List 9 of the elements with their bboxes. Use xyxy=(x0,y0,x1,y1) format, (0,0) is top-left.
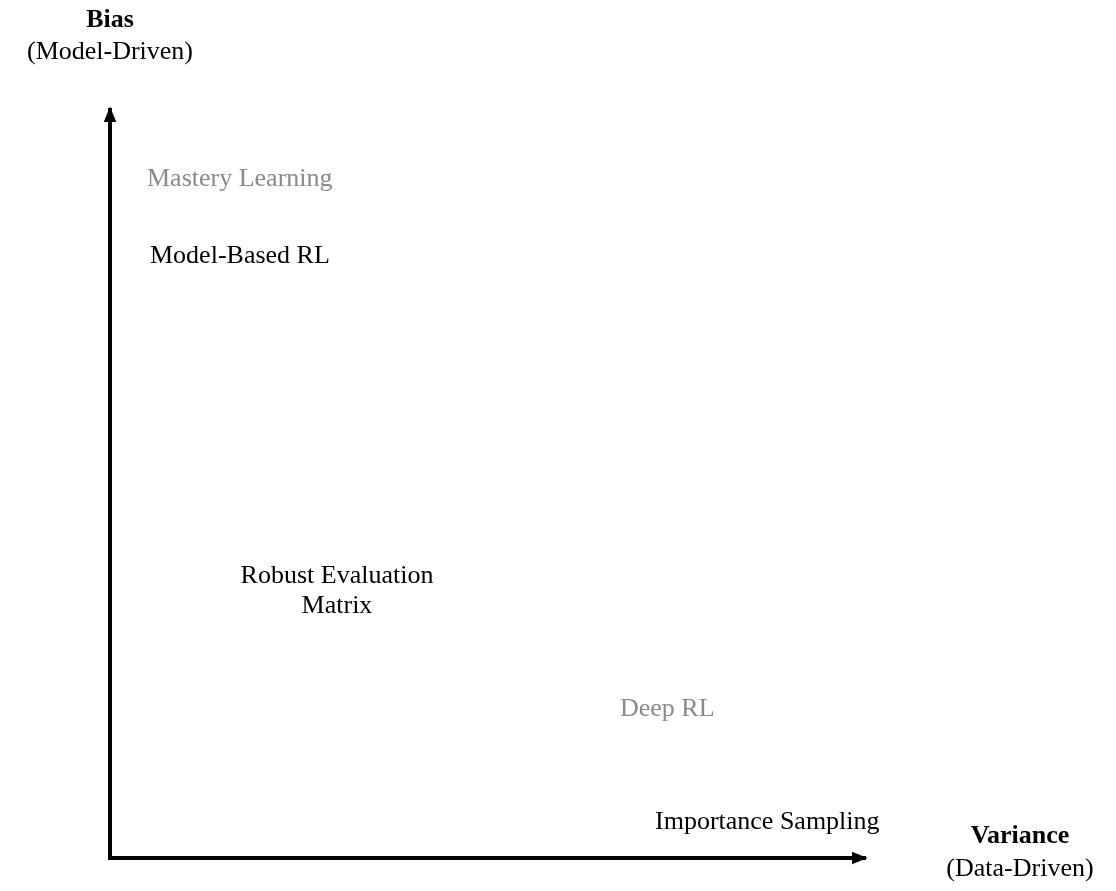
region-label: Robust Evaluation Matrix xyxy=(239,560,435,620)
region-label: Model-Based RL xyxy=(150,240,330,270)
axis-title: Variance xyxy=(970,820,1070,850)
region-label: Importance Sampling xyxy=(655,806,880,836)
axis-subtitle: (Data-Driven) xyxy=(946,853,1094,883)
axis-title: Bias xyxy=(86,4,134,34)
region-label: Mastery Learning xyxy=(147,163,333,193)
region-label: Deep RL xyxy=(620,693,715,723)
axis-subtitle: (Model-Driven) xyxy=(26,36,194,66)
